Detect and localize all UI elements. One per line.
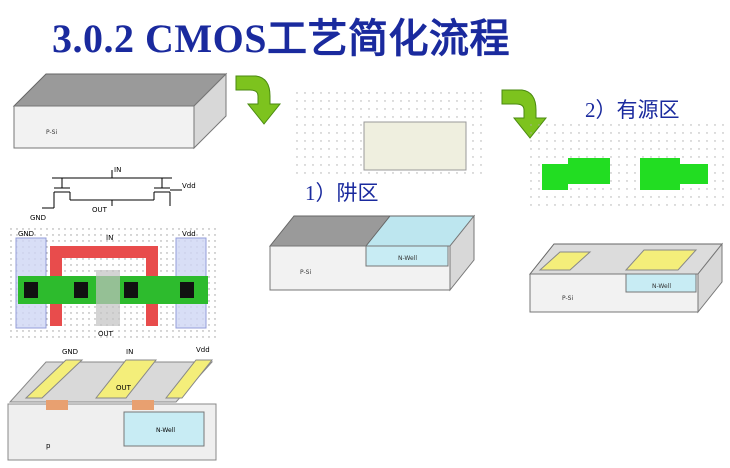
step-active-label: 2）有源区	[585, 98, 680, 122]
well-nwell-label: N-Well	[398, 255, 417, 262]
well-mask	[296, 92, 482, 174]
device-crosssection: N-Well p GND IN Vdd OUT	[7, 346, 217, 461]
layout-in-label: IN	[106, 234, 113, 242]
cross-in-label: IN	[126, 348, 133, 356]
cross-p-label: p	[46, 442, 51, 450]
cross-gnd-label: GND	[62, 348, 78, 356]
schem-in-label: IN	[114, 166, 121, 174]
substrate-block: P-Si	[12, 72, 228, 150]
active-block: P-Si N-Well	[528, 242, 724, 314]
layout-vdd-label: Vdd	[182, 230, 196, 238]
cross-vdd-label: Vdd	[196, 346, 210, 354]
schem-gnd-label: GND	[30, 214, 46, 222]
psub-label: P-Si	[46, 129, 57, 136]
active-mask	[530, 124, 724, 212]
inverter-schematic: IN OUT GND Vdd	[30, 166, 196, 222]
active-nwell-label: N-Well	[652, 283, 671, 290]
well-psub-label: P-Si	[300, 269, 311, 276]
schem-out-label: OUT	[92, 206, 108, 214]
layout-view: GND IN Vdd OUT	[10, 228, 220, 338]
step-well-label: 1）阱区	[305, 181, 379, 205]
active-psub-label: P-Si	[562, 295, 573, 302]
cross-out-label: OUT	[116, 384, 132, 392]
layout-out-label: OUT	[98, 330, 114, 338]
cross-nwell-label: N-Well	[156, 427, 175, 434]
page-title: 3.0.2 CMOS工艺简化流程	[52, 16, 510, 61]
layout-gnd-label: GND	[18, 230, 34, 238]
well-block: P-Si N-Well	[268, 214, 476, 292]
schem-vdd-label: Vdd	[182, 182, 196, 190]
process-arrow-1	[235, 75, 282, 125]
